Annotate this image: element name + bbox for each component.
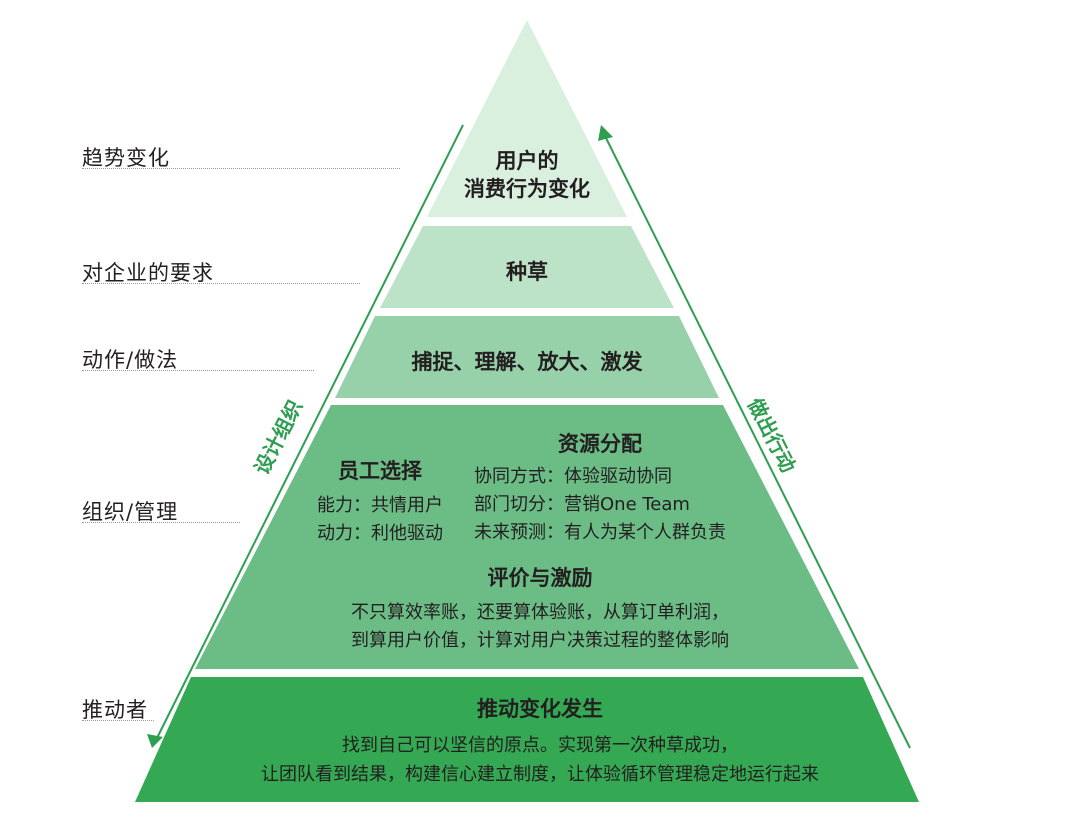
actions-title: 捕捉、理解、放大、激发 bbox=[411, 350, 643, 374]
evaluation-line2: 到算用户价值，计算对用户决策过程的整体影响 bbox=[351, 630, 729, 651]
top-level-line2: 消费行为变化 bbox=[464, 177, 590, 201]
side-label-action: 动作/做法 bbox=[82, 348, 179, 372]
seeding-title: 种草 bbox=[506, 260, 548, 284]
evaluation-line1: 不只算效率账，还要算体验账，从算订单利润， bbox=[351, 602, 729, 623]
driver-title: 推动变化发生 bbox=[477, 697, 603, 721]
pyramid-level-seeding bbox=[380, 226, 674, 308]
side-label-requirement: 对企业的要求 bbox=[82, 261, 214, 285]
pyramid-level-actions bbox=[335, 316, 719, 398]
side-divider-requirement bbox=[82, 283, 360, 284]
side-label-trend: 趋势变化 bbox=[82, 146, 170, 170]
staff-motivation: 动力：利他驱动 bbox=[317, 523, 443, 544]
driver-line2: 让团队看到结果，构建信心建立制度，让体验循环管理稳定地运行起来 bbox=[261, 764, 819, 785]
side-divider-trend bbox=[82, 168, 400, 169]
top-level-line1: 用户的 bbox=[495, 149, 559, 173]
evaluation-title: 评价与激励 bbox=[487, 566, 593, 590]
driver-line1: 找到自己可以坚信的原点。实现第一次种草成功， bbox=[342, 735, 738, 756]
side-label-organization: 组织/管理 bbox=[82, 500, 179, 524]
pyramid-level-organization bbox=[195, 405, 859, 669]
left-arrow-line bbox=[156, 124, 464, 739]
pyramid-level-top bbox=[427, 20, 627, 217]
resource-collaboration: 协同方式：体验驱动协同 bbox=[474, 466, 672, 487]
side-divider-organization bbox=[82, 522, 240, 523]
resource-forecast: 未来预测：有人为某个人群负责 bbox=[474, 522, 726, 543]
side-divider-action bbox=[82, 370, 314, 371]
side-label-driver: 推动者 bbox=[82, 698, 148, 722]
resource-title: 资源分配 bbox=[558, 432, 642, 456]
right-arrow-line bbox=[605, 137, 911, 749]
side-divider-driver bbox=[82, 720, 154, 721]
staff-title: 员工选择 bbox=[338, 459, 422, 483]
right-arrow-head bbox=[598, 125, 613, 141]
resource-department: 部门切分：营销One Team bbox=[474, 494, 690, 515]
pyramid-level-driver bbox=[135, 677, 919, 802]
left-arrow-head bbox=[147, 734, 163, 748]
staff-ability: 能力：共情用户 bbox=[317, 495, 443, 516]
